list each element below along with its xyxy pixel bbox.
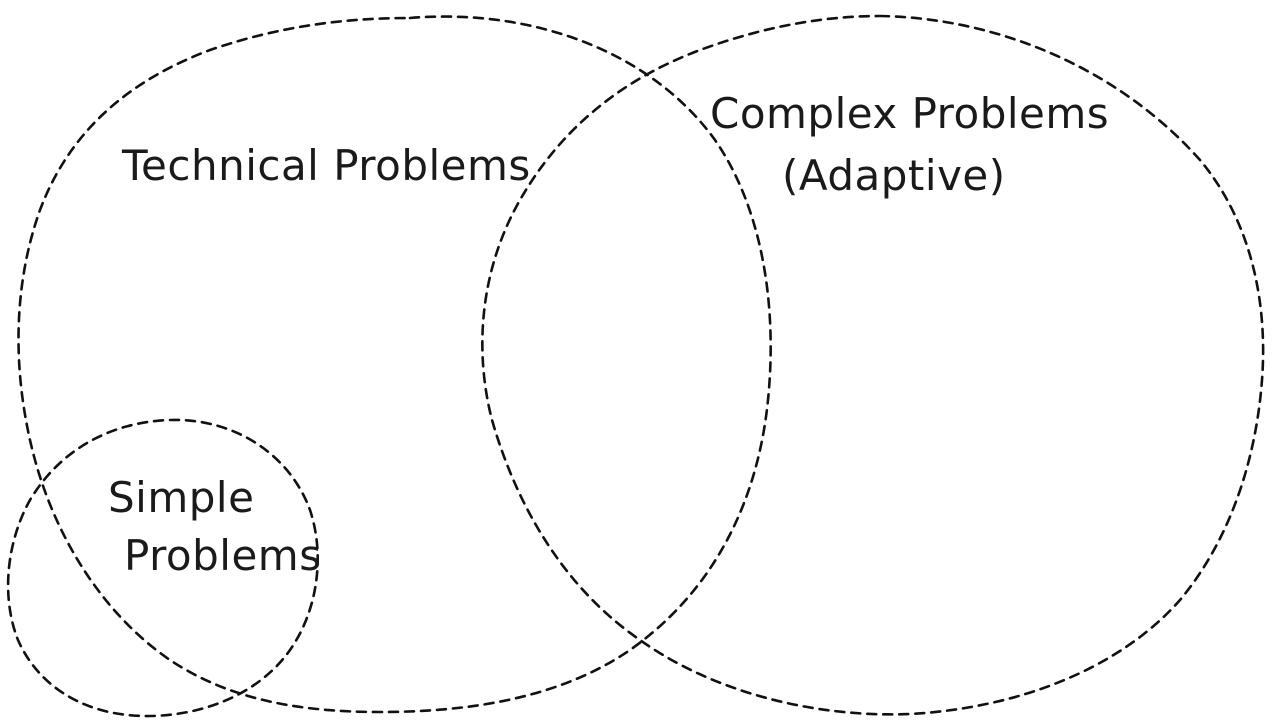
complex-problems-label-line1: Complex Problems	[710, 89, 1109, 138]
complex-problems-region	[481, 14, 1265, 716]
simple-problems-label-line2: Problems	[124, 531, 322, 580]
complex-problems-label-line2: (Adaptive)	[782, 151, 1006, 200]
technical-problems-label: Technical Problems	[121, 141, 531, 190]
technical-problems-region	[17, 15, 772, 714]
simple-problems-region	[6, 418, 319, 718]
simple-problems-label-line1: Simple	[108, 473, 254, 522]
